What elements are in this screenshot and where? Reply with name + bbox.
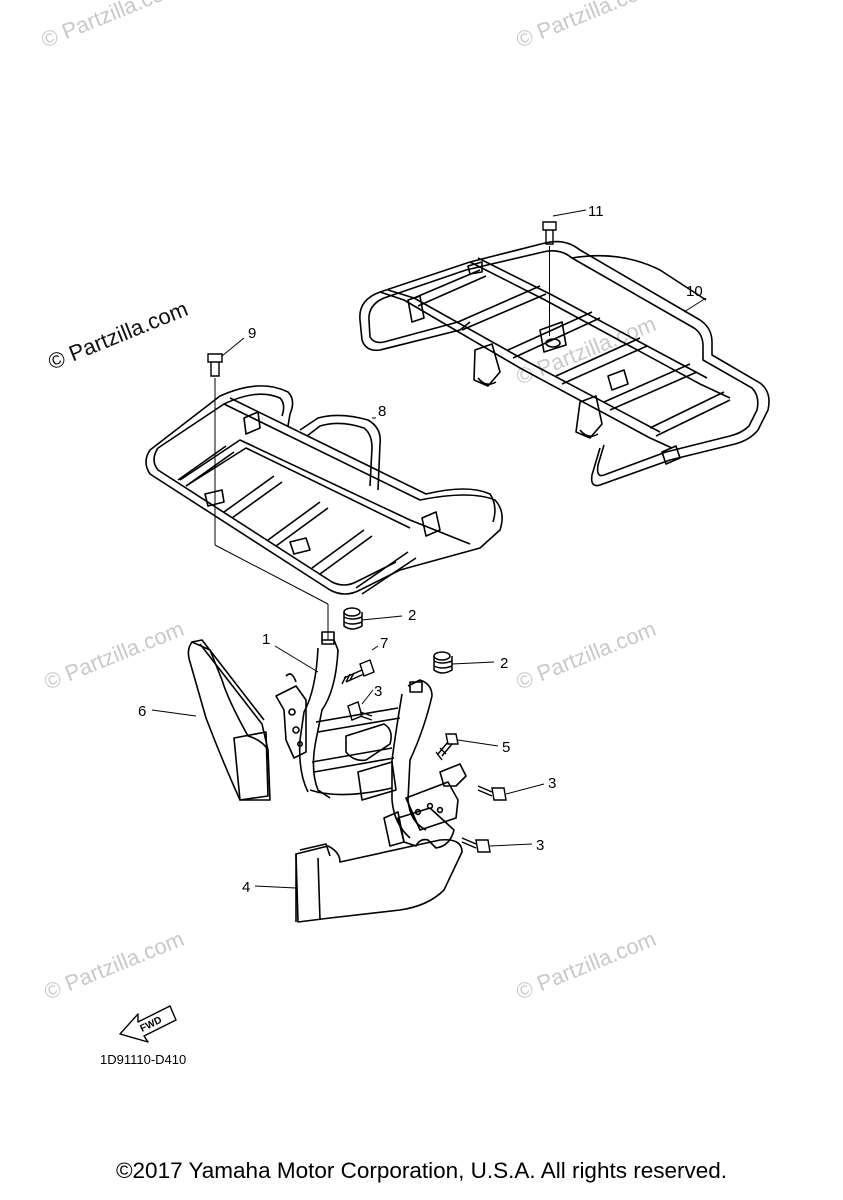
watermark-tiles: © Partzilla.com © Partzilla.com © Partzi… (38, 0, 660, 1005)
cover-4 (295, 838, 463, 923)
callout-2-lower: 2 (500, 655, 508, 672)
diagram-code: 1D91110-D410 (100, 1052, 186, 1067)
callout-6: 6 (138, 703, 146, 720)
bolt-11 (542, 221, 557, 336)
callout-10: 10 (686, 283, 703, 300)
guard-frame-1 (275, 631, 467, 849)
callout-3-b: 3 (548, 775, 556, 792)
callout-3-c: 3 (536, 837, 544, 854)
callout-5: 5 (502, 739, 510, 756)
watermark-tile: © Partzilla.com (513, 0, 660, 53)
screw-5 (435, 733, 459, 761)
watermark-tile: © Partzilla.com (41, 616, 188, 695)
cover-6 (187, 639, 271, 801)
watermark-tile: © Partzilla.com (513, 926, 660, 1005)
bolt-3-c (461, 837, 491, 853)
callout-9: 9 (248, 325, 256, 342)
rear-carrier (359, 240, 770, 487)
bolt-9 (207, 353, 329, 640)
bolt-3-a (347, 701, 373, 721)
watermark-tile: © Partzilla.com (41, 926, 188, 1005)
callout-7: 7 (380, 635, 388, 652)
callout-4: 4 (242, 879, 250, 896)
grommet-2-upper (343, 607, 363, 630)
bolt-3-b (477, 785, 507, 801)
watermark-tile: © Partzilla.com (38, 0, 185, 53)
fwd-arrow-icon: FWD (119, 1005, 177, 1043)
callout-2-upper: 2 (408, 607, 416, 624)
screw-7 (341, 659, 375, 685)
copyright-notice: ©2017 Yamaha Motor Corporation, U.S.A. A… (115, 1158, 728, 1183)
callout-11: 11 (588, 203, 604, 220)
grommet-2-lower (433, 651, 453, 674)
front-carrier (145, 385, 503, 595)
callout-1: 1 (262, 631, 270, 648)
watermark-main: © Partzilla.com (45, 296, 192, 375)
callouts: 11 10 9 8 2 1 7 2 3 6 5 3 3 4 (138, 203, 703, 896)
leader-lines (151, 209, 707, 889)
watermark-tile: © Partzilla.com (513, 616, 660, 695)
callout-8: 8 (378, 403, 386, 420)
callout-3-a: 3 (374, 683, 382, 700)
